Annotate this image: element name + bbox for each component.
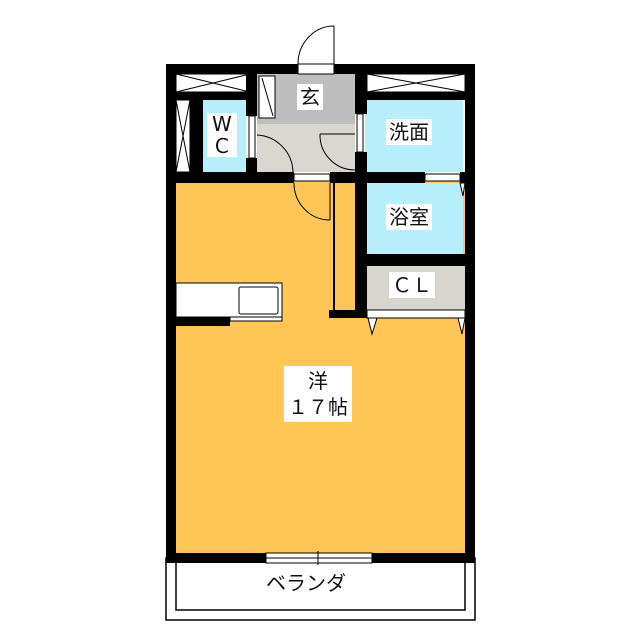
- shoe-box: [258, 75, 276, 119]
- bathroom-label: 浴室: [386, 204, 432, 230]
- storage-top-left: [175, 73, 251, 93]
- washroom-door[interactable]: [319, 113, 364, 171]
- wc-label-line2: C: [214, 134, 229, 158]
- washroom-label: 洗面: [386, 119, 432, 145]
- storage-top-right: [366, 73, 466, 93]
- room-door[interactable]: [293, 173, 331, 221]
- entrance-door[interactable]: [297, 25, 335, 75]
- genkan-label: 玄: [297, 84, 323, 110]
- balcony-label: ベランダ: [266, 571, 346, 595]
- sink-icon: [238, 286, 279, 315]
- closet-label: ＣＬ: [389, 272, 435, 298]
- bathroom-door[interactable]: [424, 173, 466, 197]
- hallway: [257, 124, 355, 172]
- western-room-type: 洋: [308, 369, 328, 393]
- balcony-window[interactable]: [265, 551, 373, 565]
- wc-label-line1: W: [212, 112, 232, 136]
- western-room-size: １７帖: [288, 395, 348, 419]
- storage-left: [175, 99, 191, 173]
- closet-doors[interactable]: [366, 309, 466, 336]
- walls: [166, 64, 475, 563]
- wc-door[interactable]: [248, 115, 294, 173]
- kitchen-counter: [175, 282, 283, 322]
